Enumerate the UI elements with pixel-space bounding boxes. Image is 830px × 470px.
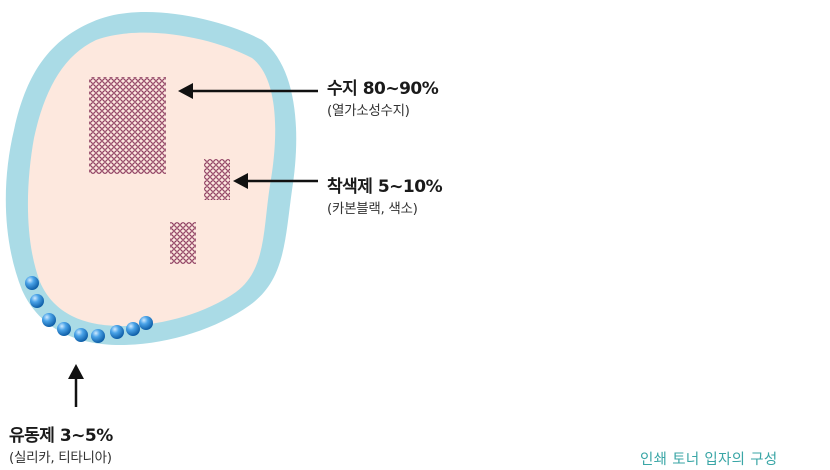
resin-cluster: [89, 77, 166, 174]
flow-agent-title: 유동제 3∼5%: [9, 426, 113, 446]
flow-agent-detail: (실리카, 티타니아): [9, 450, 112, 466]
flow-agent-bead: [30, 294, 44, 308]
flow-agent-bead: [91, 329, 105, 343]
flow-agent-bead: [25, 276, 39, 290]
diagram-caption: 인쇄 토너 입자의 구성: [640, 452, 778, 468]
flow-agent-bead: [110, 325, 124, 339]
flow-agent-arrow: [68, 364, 84, 407]
flow-agent-bead: [139, 316, 153, 330]
resin-label: 수지 80∼90% (열가소성수지): [327, 74, 439, 119]
flow-agent-bead: [126, 322, 140, 336]
resin-detail: (열가소성수지): [327, 103, 410, 119]
flow-agent-bead: [74, 328, 88, 342]
flow-agent-beads: [25, 276, 153, 343]
flow-agent-bead: [42, 313, 56, 327]
colorant-label: 착색제 5∼10% (카본블랙, 색소): [327, 172, 443, 217]
colorant-arrow: [233, 173, 318, 189]
flow-agent-bead: [57, 322, 71, 336]
resin-arrow: [178, 83, 318, 99]
colorant-title: 착색제 5∼10%: [327, 177, 443, 197]
resin-title: 수지 80∼90%: [327, 79, 439, 99]
colorant-cluster: [204, 159, 230, 200]
colorant-detail: (카본블랙, 색소): [327, 201, 418, 217]
colorant-cluster-lower: [170, 222, 196, 264]
flow-agent-label: 유동제 3∼5% (실리카, 티타니아): [9, 421, 113, 466]
